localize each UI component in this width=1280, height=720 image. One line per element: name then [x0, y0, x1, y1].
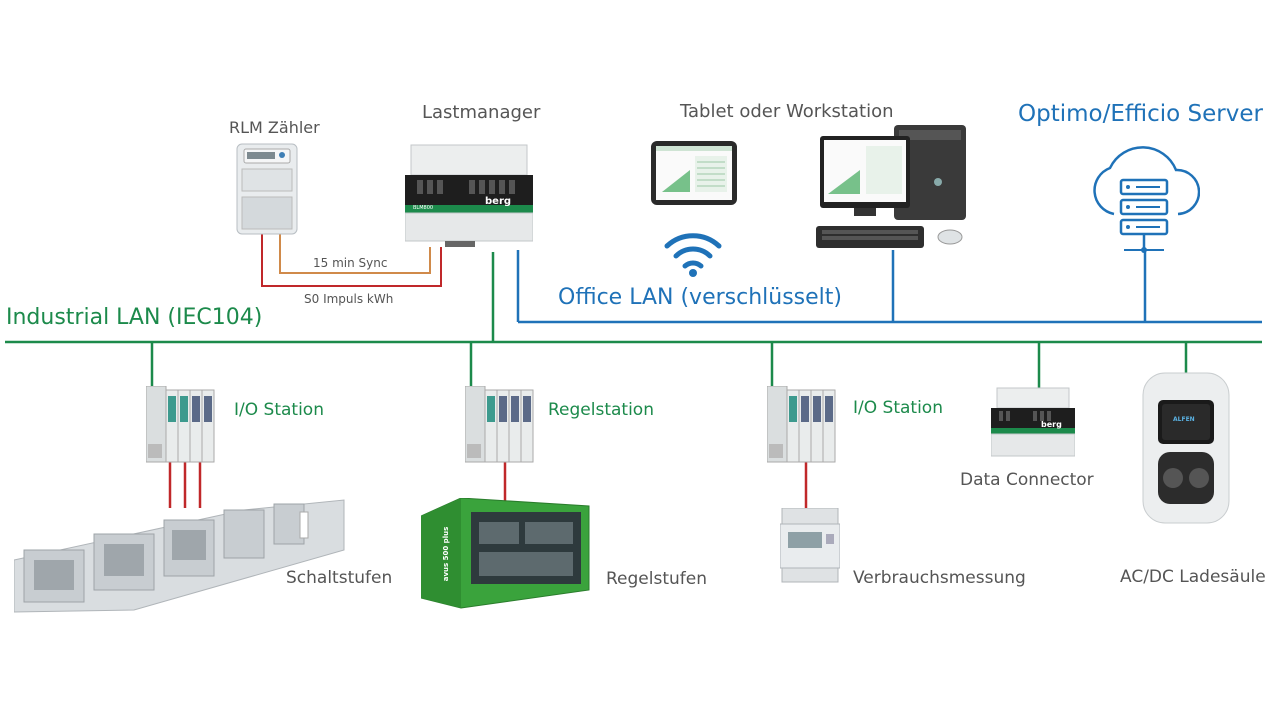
label-data-connector: Data Connector	[960, 470, 1094, 490]
label-tablet-workstation: Tablet oder Workstation	[680, 101, 894, 122]
genset-device: avus 500 plus	[421, 498, 591, 610]
lastmanager-model: BLM800	[413, 205, 434, 211]
io-station-1-icon	[146, 386, 215, 463]
energy-meter-icon	[780, 508, 840, 583]
rlm-meter-icon	[236, 143, 298, 235]
label-ladesaeule: AC/DC Ladesäule	[1120, 567, 1266, 587]
connector-brand: berg	[1041, 420, 1062, 429]
charger-device: ALFEN	[1142, 372, 1230, 524]
tablet-icon	[651, 141, 737, 205]
label-lastmanager: Lastmanager	[422, 102, 541, 123]
cloud-server-icon	[1093, 146, 1200, 253]
label-rlm-zaehler: RLM Zähler	[229, 118, 320, 137]
label-io-station-1: I/O Station	[234, 400, 324, 420]
io-station-2-icon	[767, 386, 836, 463]
regelstation-icon	[465, 386, 534, 463]
label-industrial-lan: Industrial LAN (IEC104)	[6, 305, 263, 330]
charger-brand: ALFEN	[1173, 416, 1195, 423]
workstation-icon	[816, 125, 966, 248]
packaging-machine-icon	[14, 499, 345, 613]
label-schaltstufen: Schaltstufen	[286, 568, 393, 588]
label-sync: 15 min Sync	[313, 256, 388, 270]
label-server: Optimo/Efficio Server	[1018, 101, 1263, 127]
sync-wire	[279, 232, 431, 274]
s0-wire	[261, 232, 442, 287]
label-regelstufen: Regelstufen	[606, 569, 707, 589]
lastmanager-brand: berg	[485, 196, 512, 207]
genset-text: avus 500 plus	[442, 526, 451, 582]
label-verbrauchsmessung: Verbrauchsmessung	[853, 568, 1026, 588]
data-connector-device: berg	[991, 384, 1075, 462]
wifi-icon	[664, 233, 722, 277]
label-io-station-2: I/O Station	[853, 398, 943, 418]
lastmanager-device: berg BLM800	[405, 140, 533, 248]
label-s0: S0 Impuls kWh	[304, 292, 394, 306]
label-regelstation: Regelstation	[548, 400, 654, 420]
label-office-lan: Office LAN (verschlüsselt)	[558, 285, 842, 310]
